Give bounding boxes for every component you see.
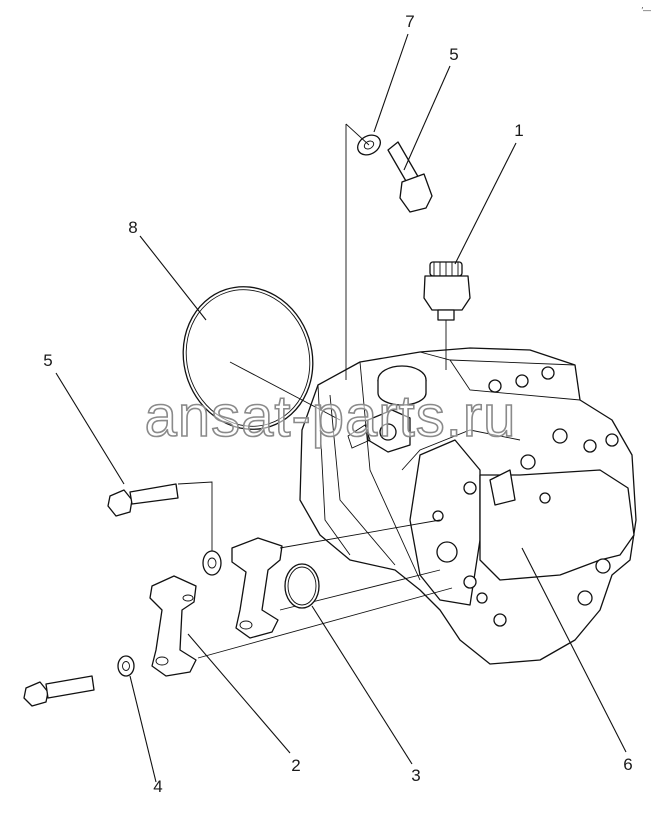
fitting-part-1 bbox=[423, 261, 471, 370]
leader-1 bbox=[454, 142, 517, 265]
pump-housing-part-6 bbox=[299, 347, 637, 665]
leader-8 bbox=[139, 235, 207, 321]
callout-4: 4 bbox=[153, 777, 162, 796]
leader-3 bbox=[311, 605, 413, 765]
leader-2 bbox=[187, 633, 291, 754]
callout-1: 1 bbox=[514, 121, 523, 140]
bolt-long-lower bbox=[23, 675, 95, 707]
clamp-part-2 bbox=[149, 519, 453, 677]
bolt-part-5-top bbox=[345, 123, 433, 380]
o-ring-part-3 bbox=[284, 563, 320, 609]
washer-small-left bbox=[202, 550, 222, 576]
callout-labels: 1 2 3 4 5 5 6 7 8 bbox=[43, 12, 632, 796]
bolt-part-5-left bbox=[107, 481, 213, 552]
callout-3: 3 bbox=[411, 766, 420, 785]
callout-8: 8 bbox=[128, 218, 137, 237]
leader-4 bbox=[129, 675, 157, 783]
o-ring-part-8 bbox=[182, 286, 341, 430]
leader-5a bbox=[403, 65, 451, 171]
callout-6: 6 bbox=[623, 755, 632, 774]
callout-5-left: 5 bbox=[43, 351, 52, 370]
callout-5-top: 5 bbox=[449, 45, 458, 64]
callout-2: 2 bbox=[291, 756, 300, 775]
leader-5b bbox=[55, 372, 125, 485]
corner-mark: ′— bbox=[641, 6, 652, 15]
leader-6 bbox=[521, 547, 627, 753]
leader-7 bbox=[373, 33, 409, 133]
callout-7: 7 bbox=[405, 12, 414, 31]
washer-part-4 bbox=[117, 655, 135, 677]
leader-lines bbox=[55, 33, 627, 783]
clamp-half-rear bbox=[231, 537, 283, 639]
